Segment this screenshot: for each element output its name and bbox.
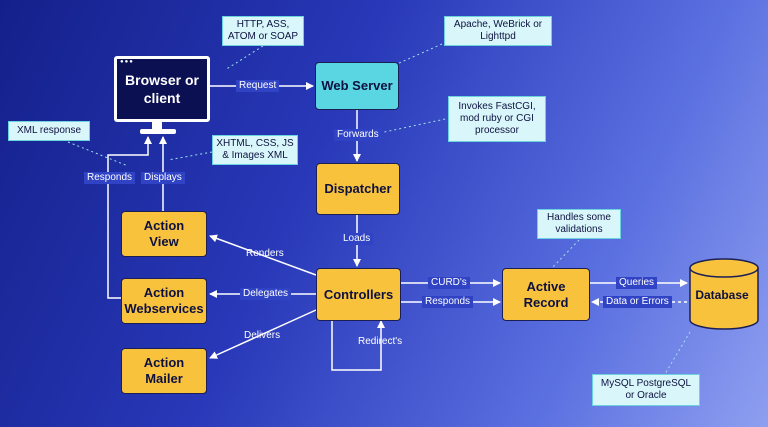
edge-label-queries: Queries xyxy=(616,277,658,289)
action-view-label: Action View xyxy=(143,218,185,249)
arrow-responds-left xyxy=(107,136,152,299)
action-webservices-node: Action Webservices xyxy=(121,278,207,324)
arrow-redirects xyxy=(331,320,385,371)
leader-xml-response xyxy=(67,141,129,167)
note-xml-response: XML response xyxy=(8,121,90,141)
note-formats: XHTML, CSS, JS & Images XML xyxy=(212,135,298,165)
edge-label-delegates: Delegates xyxy=(240,288,292,300)
database-cylinder xyxy=(689,258,759,330)
edge-label-delivers: Delivers xyxy=(244,330,281,341)
edge-label-responds-right: Responds xyxy=(422,296,474,308)
note-validations: Handles some validations xyxy=(537,209,621,239)
edge-label-curds: CURD's xyxy=(428,277,470,289)
action-view-node: Action View xyxy=(121,211,207,257)
controllers-label: Controllers xyxy=(323,286,394,302)
leader-validations xyxy=(549,239,580,271)
leader-protocols xyxy=(224,45,264,71)
arrow-delivers xyxy=(209,309,317,359)
note-servers: Apache, WeBrick or Lighttpd xyxy=(444,16,552,46)
web-server-label: Web Server xyxy=(321,78,393,93)
leader-formats xyxy=(167,151,213,161)
action-mailer-node: Action Mailer xyxy=(121,348,207,394)
action-mailer-label: Action Mailer xyxy=(143,355,185,386)
edge-label-renders: Renders xyxy=(246,248,284,259)
browser-client-label: Browser or client xyxy=(125,72,199,106)
web-server-node: Web Server xyxy=(315,62,399,110)
monitor-base-icon xyxy=(140,129,176,134)
dispatcher-label: Dispatcher xyxy=(324,181,392,196)
dispatcher-node: Dispatcher xyxy=(316,163,400,215)
edge-label-displays: Displays xyxy=(141,172,185,184)
edge-label-loads: Loads xyxy=(340,233,374,245)
database-label: Database xyxy=(695,288,749,302)
browser-client-node: Browser or client xyxy=(114,56,210,122)
controllers-node: Controllers xyxy=(316,268,401,321)
edge-label-forwards: Forwards xyxy=(334,129,382,141)
edge-label-request: Request xyxy=(236,80,280,92)
note-processors: Invokes FastCGI, mod ruby or CGI process… xyxy=(448,96,546,142)
leader-processors xyxy=(374,117,451,135)
active-record-node: Active Record xyxy=(502,268,590,321)
edge-label-redirects: Redirect's xyxy=(358,336,403,347)
window-dots-icon: ●●● xyxy=(120,59,134,65)
monitor-stand-icon xyxy=(152,122,162,130)
action-webservices-label: Action Webservices xyxy=(124,285,204,316)
note-protocols: HTTP, ASS, ATOM or SOAP xyxy=(222,16,304,46)
active-record-label: Active Record xyxy=(523,278,569,310)
edge-label-responds-left: Responds xyxy=(84,172,136,184)
edge-label-data-or-errors: Data or Errors xyxy=(603,296,672,308)
arrow-renders xyxy=(209,234,317,276)
note-databases: MySQL PostgreSQL or Oracle xyxy=(592,374,700,406)
leader-databases xyxy=(664,331,691,375)
